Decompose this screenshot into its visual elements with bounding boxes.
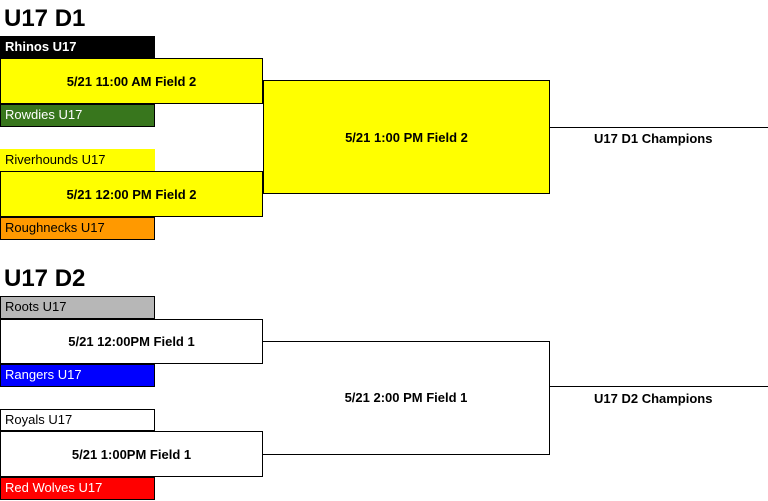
d2-team-rangers: Rangers U17 [0,364,155,387]
d2-connector-vertical [549,341,550,455]
d2-team-royals: Royals U17 [0,409,155,431]
d1-game-1: 5/21 11:00 AM Field 2 [0,58,263,104]
d2-team-red-wolves: Red Wolves U17 [0,477,155,500]
d2-game-1: 5/21 12:00PM Field 1 [0,319,263,364]
d1-champion-line [549,127,768,128]
d2-team-roots: Roots U17 [0,296,155,319]
d2-game-2: 5/21 1:00PM Field 1 [0,431,263,477]
d1-final-game: 5/21 1:00 PM Field 2 [263,80,550,194]
d1-champion-label: U17 D1 Champions [594,131,713,146]
d1-title: U17 D1 [4,5,86,32]
d1-team-rhinos: Rhinos U17 [0,36,155,58]
d2-champion-label: U17 D2 Champions [594,391,713,406]
d2-title: U17 D2 [4,265,86,292]
d1-team-rowdies: Rowdies U17 [0,104,155,127]
d1-team-riverhounds: Riverhounds U17 [0,149,155,171]
d1-team-roughnecks: Roughnecks U17 [0,217,155,240]
d2-connector-bottom [263,454,550,455]
d2-connector-top [263,341,550,342]
d2-final-game: 5/21 2:00 PM Field 1 [344,389,468,405]
d1-game-2: 5/21 12:00 PM Field 2 [0,171,263,217]
d2-champion-line [549,386,768,387]
